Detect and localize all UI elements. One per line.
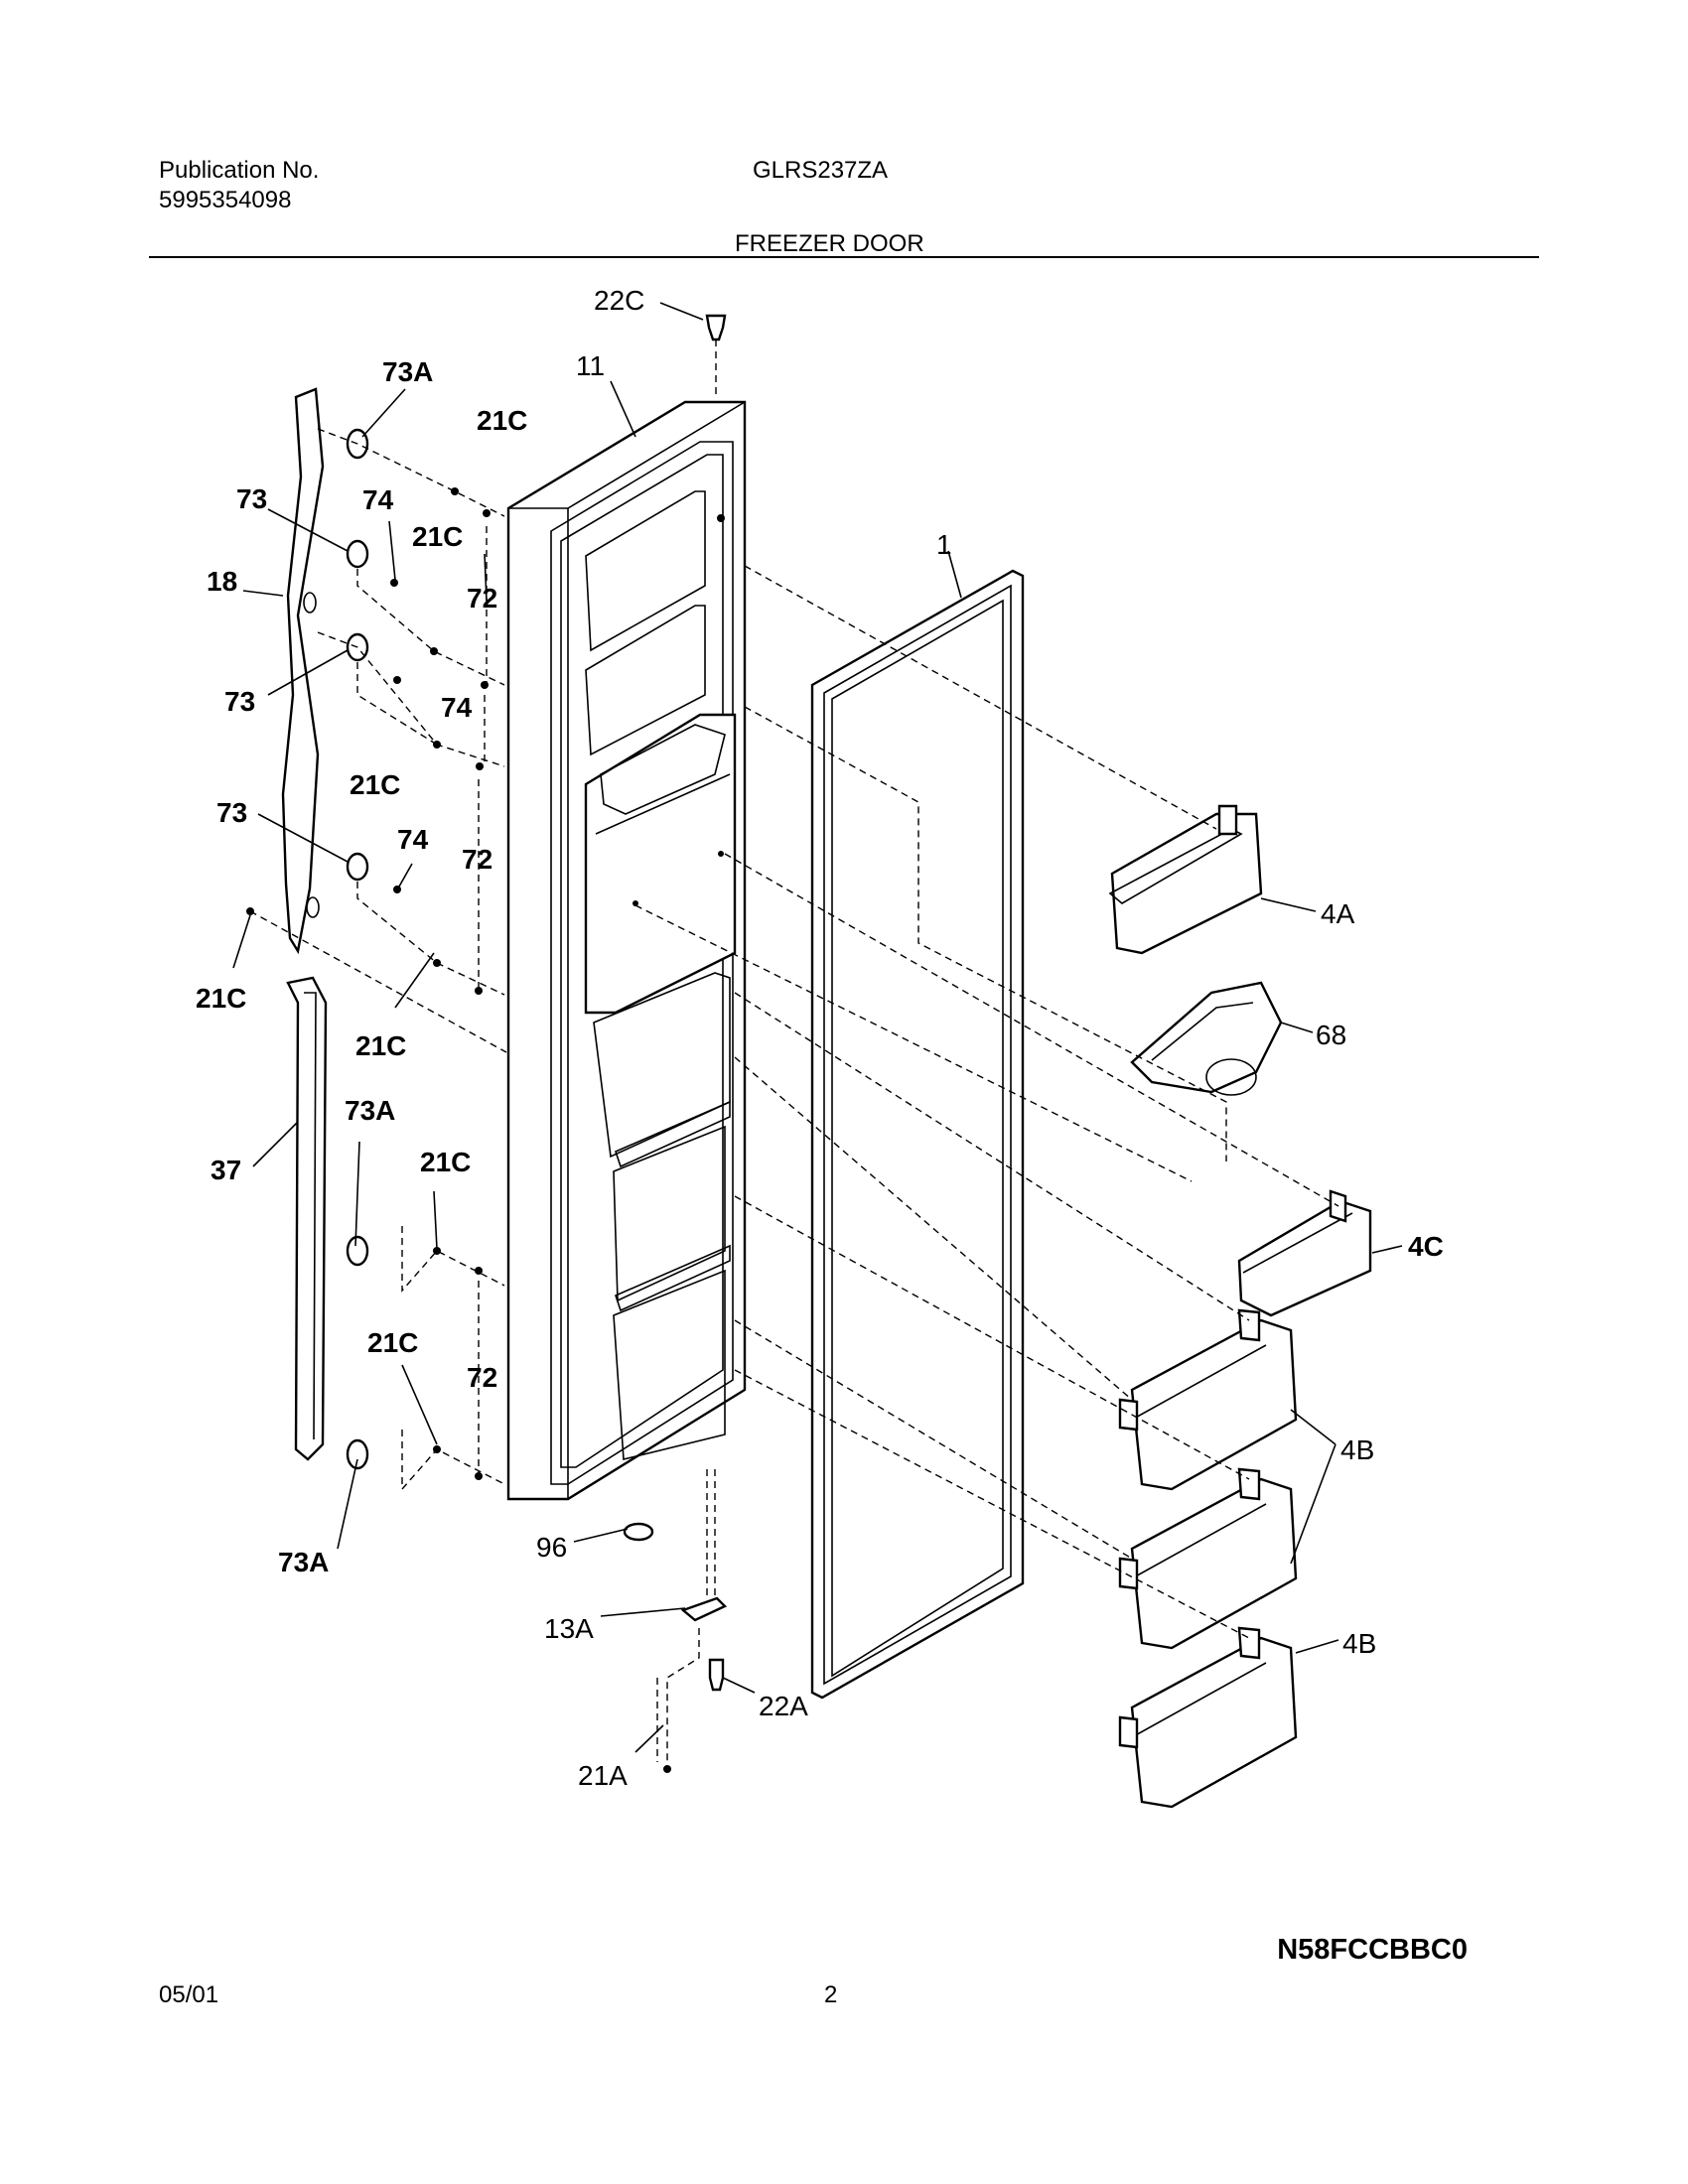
callout-72-1: 72 xyxy=(467,583,497,614)
callout-22a: 22A xyxy=(759,1691,808,1721)
callout-73a-bot: 73A xyxy=(278,1547,329,1577)
fasteners xyxy=(623,314,728,1773)
hinge-washers xyxy=(246,428,491,1480)
callout-4b-1: 4B xyxy=(1340,1434,1374,1465)
callout-73-2: 73 xyxy=(224,686,255,717)
door-bin-4b-middle xyxy=(1118,1467,1298,1650)
callout-74-3: 74 xyxy=(397,824,429,855)
hinge-bracket xyxy=(281,387,325,955)
page-number: 2 xyxy=(824,1981,838,2008)
callout-4c: 4C xyxy=(1408,1231,1444,1262)
freezer-door-panel xyxy=(506,400,747,1501)
door-bin-4a xyxy=(1108,804,1263,955)
door-gasket xyxy=(810,569,1025,1700)
door-bin-4b-upper xyxy=(1118,1308,1298,1491)
callout-11: 11 xyxy=(576,350,605,381)
callout-1: 1 xyxy=(936,529,952,560)
callout-74-2: 74 xyxy=(441,692,473,723)
callout-74-1: 74 xyxy=(362,484,394,515)
assembly-lines-left xyxy=(249,428,507,1491)
callout-labels: 22C 11 73A 21C 73 74 21C 18 72 73 74 21C… xyxy=(196,285,1444,1791)
door-bin-4b-lower xyxy=(1118,1626,1298,1809)
door-bin-4c xyxy=(1237,1189,1372,1317)
section-title: FREEZER DOOR xyxy=(735,230,924,257)
callout-21c-5: 21C xyxy=(420,1147,471,1177)
callout-96: 96 xyxy=(536,1532,567,1563)
publication-label: Publication No. xyxy=(159,157,320,184)
callout-21c-3: 21C xyxy=(350,769,400,800)
callout-73-1: 73 xyxy=(236,483,267,514)
callout-4a: 4A xyxy=(1321,898,1355,929)
callout-21c-4: 21C xyxy=(355,1030,406,1061)
callout-13a: 13A xyxy=(544,1613,594,1644)
callout-21c-1: 21C xyxy=(477,405,527,436)
assembly-lines-right xyxy=(634,565,1339,1639)
callout-21c-2: 21C xyxy=(412,521,463,552)
callout-73-3: 73 xyxy=(216,797,247,828)
callout-72-2: 72 xyxy=(462,844,492,875)
header-rule xyxy=(149,256,1539,258)
callout-4b-2: 4B xyxy=(1342,1628,1376,1659)
callout-21c-left: 21C xyxy=(196,983,246,1014)
callout-21a: 21A xyxy=(578,1760,628,1791)
callout-68: 68 xyxy=(1316,1020,1346,1050)
callout-18: 18 xyxy=(207,566,237,597)
callout-21c-6: 21C xyxy=(367,1327,418,1358)
callout-73a-top: 73A xyxy=(382,356,433,387)
leader-lines xyxy=(232,302,1403,1753)
callout-22c: 22C xyxy=(594,285,644,316)
trim-strip xyxy=(286,976,328,1461)
ice-bucket-68 xyxy=(1130,981,1283,1096)
callout-73a-mid: 73A xyxy=(345,1095,395,1126)
diagram-code: N58FCCBBC0 xyxy=(1277,1934,1468,1966)
callout-37: 37 xyxy=(211,1155,241,1185)
publication-number: 5995354098 xyxy=(159,187,292,213)
publication-date: 05/01 xyxy=(159,1981,219,2008)
callout-72-3: 72 xyxy=(467,1362,497,1393)
model-number: GLRS237ZA xyxy=(753,157,889,184)
